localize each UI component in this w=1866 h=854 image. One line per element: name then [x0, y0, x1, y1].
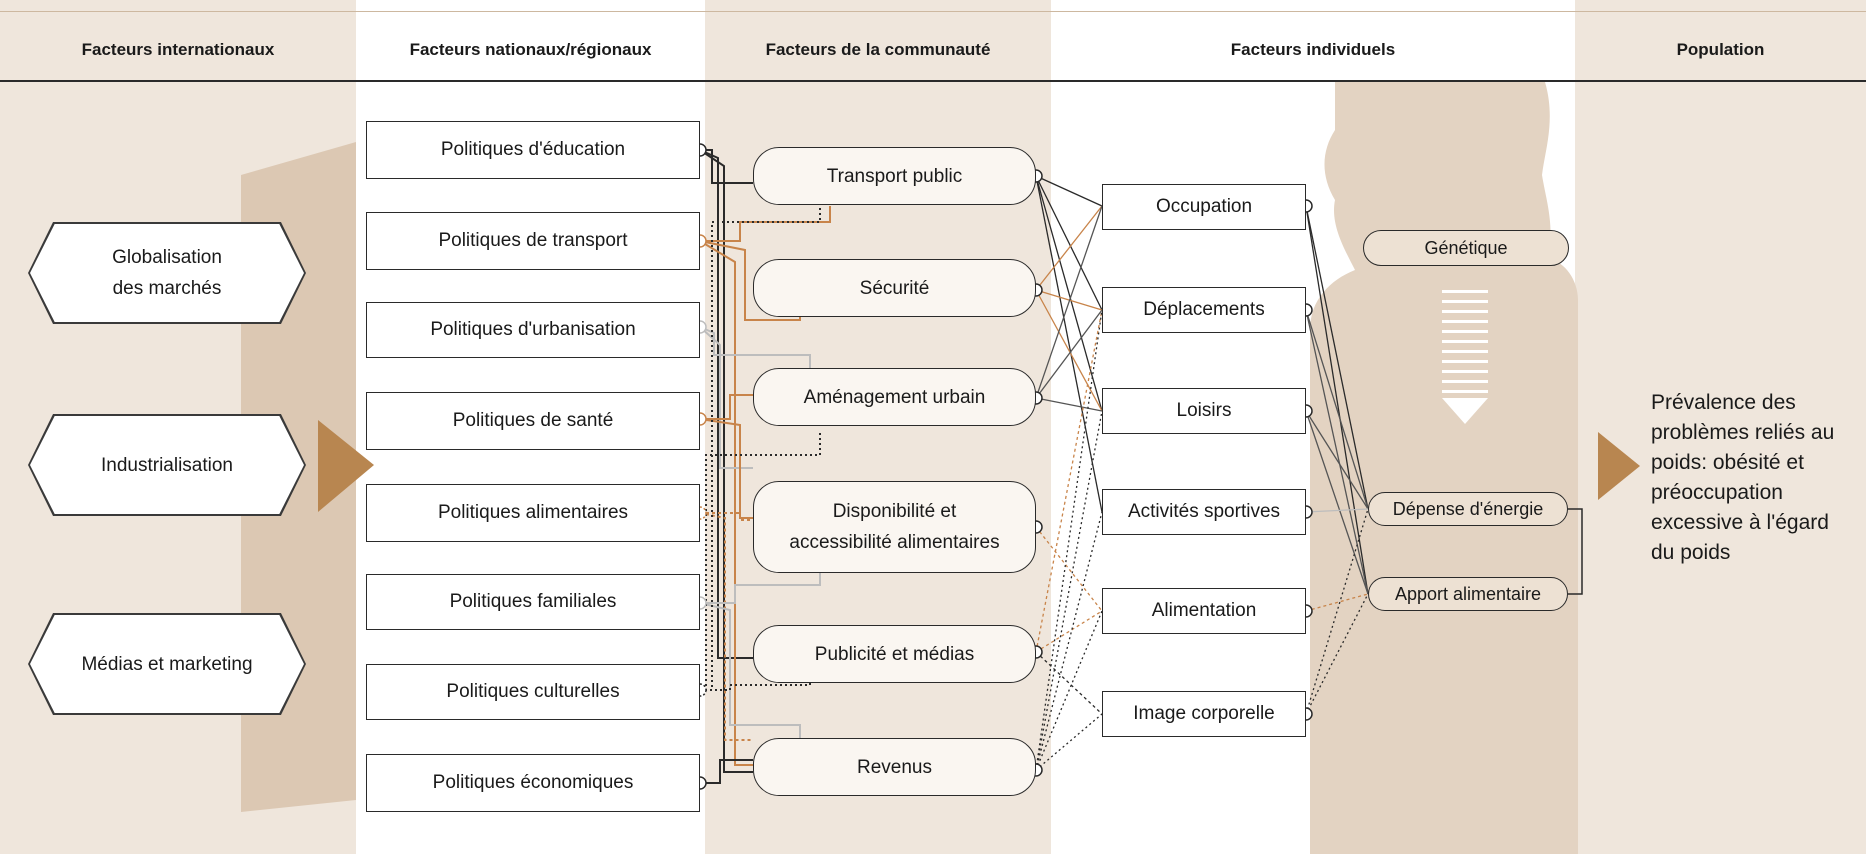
person-silhouette [1310, 82, 1578, 854]
header-rule [0, 80, 1866, 82]
national-factor-family: Politiques familiales [366, 574, 700, 630]
national-factor-transport: Politiques de transport [366, 212, 700, 270]
genetics-label: Génétique [1363, 230, 1569, 266]
individual-factor-travel: Déplacements [1102, 287, 1306, 333]
header-individual: Facteurs individuels [1230, 40, 1396, 59]
international-factor-label: Industrialisation [30, 416, 304, 514]
population-outcome-text: Prévalence des problèmes reliés au poids… [1651, 391, 1835, 564]
national-factor-food: Politiques alimentaires [366, 484, 700, 542]
header-national: Facteurs nationaux/régionaux [409, 40, 652, 59]
community-factor-safety: Sécurité [753, 259, 1036, 317]
arrow-to-population [1598, 432, 1640, 500]
food-intake-label: Apport alimentaire [1368, 577, 1568, 611]
national-factor-urbanisation: Politiques d'urbanisation [366, 302, 700, 358]
top-rule [0, 11, 1866, 12]
individual-factor-occupation: Occupation [1102, 184, 1306, 230]
national-factor-health: Politiques de santé [366, 392, 700, 450]
community-factor-urban-planning: Aménagement urbain [753, 368, 1036, 426]
community-factor-advertising: Publicité et médias [753, 625, 1036, 683]
international-factor-label: Globalisation des marchés [30, 224, 304, 322]
energy-bracket [1568, 508, 1583, 595]
national-factor-education: Politiques d'éducation [366, 121, 700, 179]
community-factor-public-transport: Transport public [753, 147, 1036, 205]
national-factor-economy: Politiques économiques [366, 754, 700, 812]
national-factor-culture: Politiques culturelles [366, 664, 700, 720]
header-community: Facteurs de la communauté [765, 40, 991, 59]
genetics-arrow [1442, 290, 1488, 424]
individual-factor-body-image: Image corporelle [1102, 691, 1306, 737]
international-factor-label: Médias et marketing [30, 615, 304, 713]
column-band-population [1575, 0, 1866, 854]
header-population: Population [1676, 40, 1765, 59]
arrow-to-national [318, 420, 374, 512]
international-factor-media: Médias et marketing [28, 613, 306, 715]
community-factor-food-availability: Disponibilité et accessibilité alimentai… [753, 481, 1036, 573]
community-factor-income: Revenus [753, 738, 1036, 796]
column-band-community [705, 0, 1051, 854]
international-factor-industrialisation: Industrialisation [28, 414, 306, 516]
header-international: Facteurs internationaux [81, 40, 275, 59]
individual-factor-leisure: Loisirs [1102, 388, 1306, 434]
individual-factor-diet: Alimentation [1102, 588, 1306, 634]
international-factor-globalisation: Globalisation des marchés [28, 222, 306, 324]
energy-expenditure-label: Dépense d'énergie [1368, 492, 1568, 526]
individual-factor-sports: Activités sportives [1102, 489, 1306, 535]
